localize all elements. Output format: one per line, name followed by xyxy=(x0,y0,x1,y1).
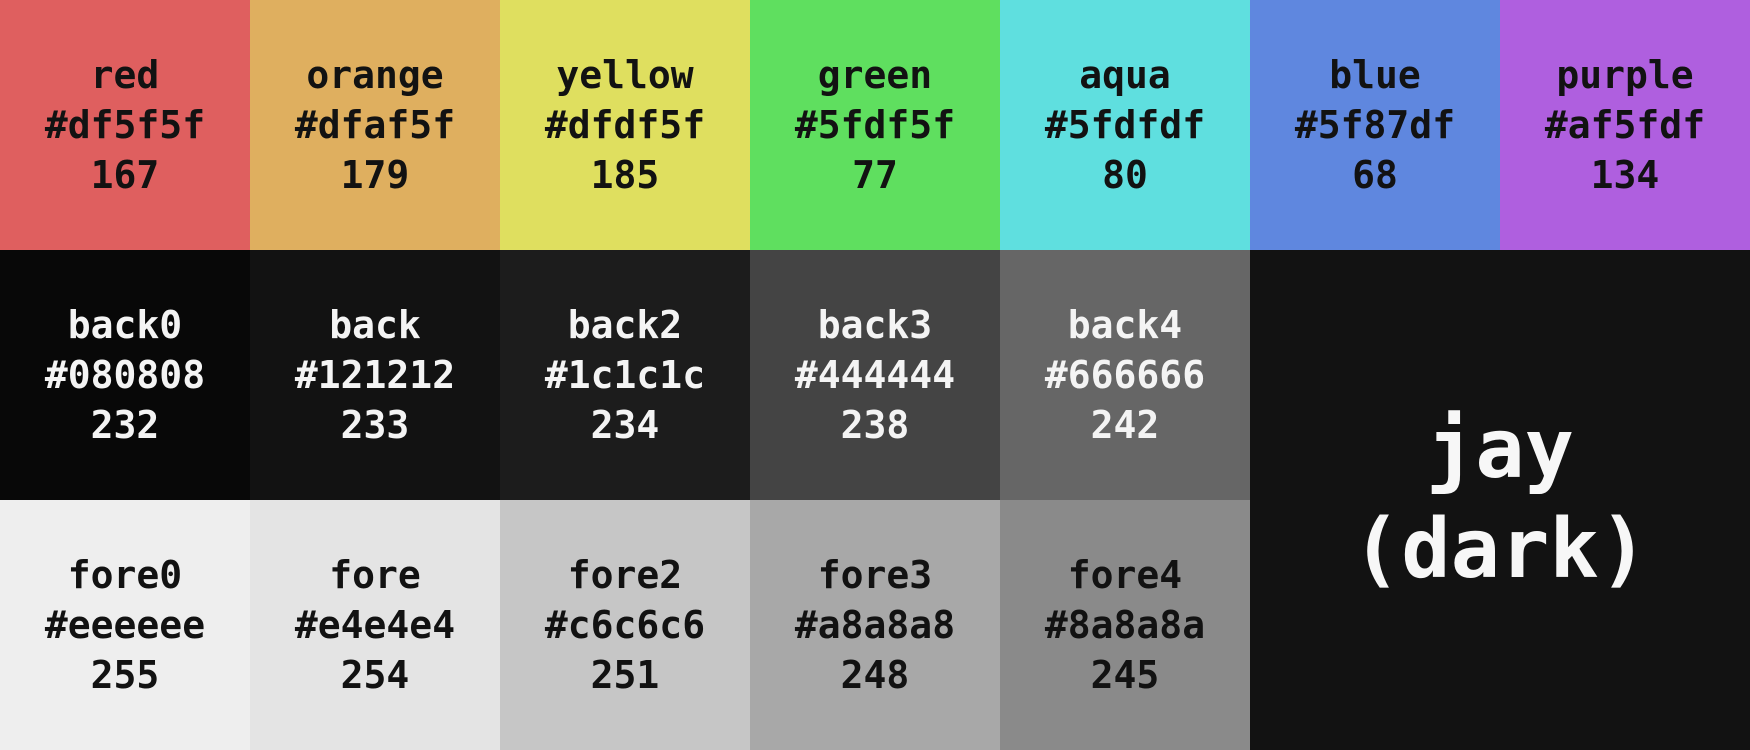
swatch-hex: #5fdfdf xyxy=(1044,103,1206,147)
swatch-code: 242 xyxy=(1090,403,1160,447)
swatch-purple: purple #af5fdf 134 xyxy=(1500,0,1750,250)
swatch-name: fore0 xyxy=(67,553,183,597)
swatch-code: 245 xyxy=(1090,653,1160,697)
swatch-hex: #8a8a8a xyxy=(1044,603,1206,647)
swatch-back2: back2 #1c1c1c 234 xyxy=(500,250,750,500)
swatch-hex: #5f87df xyxy=(1294,103,1456,147)
swatch-name: back xyxy=(329,303,421,347)
swatch-green: green #5fdf5f 77 xyxy=(750,0,1000,250)
swatch-code: 233 xyxy=(340,403,410,447)
swatch-code: 238 xyxy=(840,403,910,447)
swatch-name: aqua xyxy=(1079,53,1171,97)
swatch-hex: #1c1c1c xyxy=(544,353,706,397)
swatch-name: blue xyxy=(1329,53,1421,97)
swatch-name: back4 xyxy=(1067,303,1183,347)
swatch-name: red xyxy=(90,53,160,97)
theme-variant: (dark) xyxy=(1351,502,1649,597)
swatch-code: 134 xyxy=(1590,153,1660,197)
swatch-yellow: yellow #dfdf5f 185 xyxy=(500,0,750,250)
swatch-hex: #121212 xyxy=(294,353,456,397)
swatch-hex: #444444 xyxy=(794,353,956,397)
swatch-hex: #af5fdf xyxy=(1544,103,1706,147)
swatch-name: fore3 xyxy=(817,553,933,597)
swatch-hex: #666666 xyxy=(1044,353,1206,397)
swatch-name: fore xyxy=(329,553,421,597)
swatch-fore: fore #e4e4e4 254 xyxy=(250,500,500,750)
swatch-code: 167 xyxy=(90,153,160,197)
swatch-hex: #e4e4e4 xyxy=(294,603,456,647)
swatch-name: back2 xyxy=(567,303,683,347)
swatch-hex: #dfaf5f xyxy=(294,103,456,147)
swatch-back: back #121212 233 xyxy=(250,250,500,500)
swatch-fore4: fore4 #8a8a8a 245 xyxy=(1000,500,1250,750)
swatch-back4: back4 #666666 242 xyxy=(1000,250,1250,500)
swatch-name: yellow xyxy=(556,53,694,97)
swatch-name: back3 xyxy=(817,303,933,347)
swatch-code: 179 xyxy=(340,153,410,197)
swatch-red: red #df5f5f 167 xyxy=(0,0,250,250)
theme-name: jay xyxy=(1425,402,1575,497)
swatch-hex: #a8a8a8 xyxy=(794,603,956,647)
swatch-name: purple xyxy=(1556,53,1694,97)
swatch-code: 80 xyxy=(1102,153,1148,197)
swatch-name: fore2 xyxy=(567,553,683,597)
swatch-name: orange xyxy=(306,53,444,97)
swatch-code: 77 xyxy=(852,153,898,197)
swatch-code: 68 xyxy=(1352,153,1398,197)
swatch-hex: #dfdf5f xyxy=(544,103,706,147)
swatch-hex: #5fdf5f xyxy=(794,103,956,147)
swatch-code: 251 xyxy=(590,653,660,697)
swatch-code: 255 xyxy=(90,653,160,697)
swatch-back3: back3 #444444 238 xyxy=(750,250,1000,500)
swatch-fore0: fore0 #eeeeee 255 xyxy=(0,500,250,750)
swatch-code: 254 xyxy=(340,653,410,697)
swatch-fore2: fore2 #c6c6c6 251 xyxy=(500,500,750,750)
swatch-name: fore4 xyxy=(1067,553,1183,597)
swatch-fore3: fore3 #a8a8a8 248 xyxy=(750,500,1000,750)
swatch-code: 232 xyxy=(90,403,160,447)
swatch-aqua: aqua #5fdfdf 80 xyxy=(1000,0,1250,250)
swatch-hex: #eeeeee xyxy=(44,603,206,647)
swatch-name: back0 xyxy=(67,303,183,347)
swatch-hex: #c6c6c6 xyxy=(544,603,706,647)
swatch-back0: back0 #080808 232 xyxy=(0,250,250,500)
swatch-code: 234 xyxy=(590,403,660,447)
swatch-blue: blue #5f87df 68 xyxy=(1250,0,1500,250)
swatch-code: 185 xyxy=(590,153,660,197)
swatch-hex: #df5f5f xyxy=(44,103,206,147)
swatch-orange: orange #dfaf5f 179 xyxy=(250,0,500,250)
swatch-code: 248 xyxy=(840,653,910,697)
theme-title-panel: jay (dark) xyxy=(1250,250,1750,750)
swatch-name: green xyxy=(817,53,933,97)
swatch-hex: #080808 xyxy=(44,353,206,397)
